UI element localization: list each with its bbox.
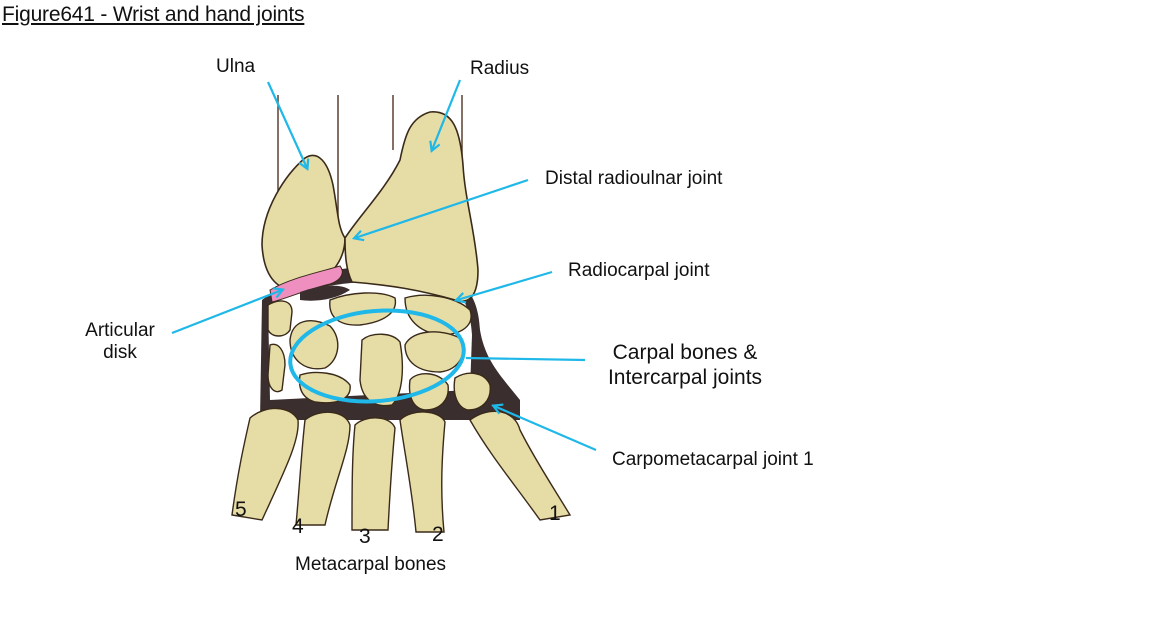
articular-disk (269, 265, 343, 303)
label-carpometacarpal-joint: Carpometacarpal joint 1 (612, 449, 814, 470)
metacarpal-number-4: 4 (292, 515, 304, 538)
metacarpal-number-1: 1 (549, 502, 561, 525)
label-articular-disk: Articular disk (80, 320, 160, 364)
pointer-radius (432, 79, 462, 150)
metacarpal-number-3: 3 (359, 525, 371, 548)
label-radius: Radius (470, 58, 530, 79)
label-carpal-line1: Carpal bones & (612, 341, 758, 364)
label-articular-disk-line2: disk (103, 342, 137, 363)
radius-bone (344, 111, 479, 302)
label-radiocarpal-joint: Radiocarpal joint (568, 260, 710, 281)
label-ulna: Ulna (216, 56, 256, 77)
figure-title: Figure641 - Wrist and hand joints (2, 3, 305, 26)
label-carpal-bones: Carpal bones & Intercarpal joints (595, 340, 775, 390)
metacarpal-number-5: 5 (235, 498, 247, 521)
pointer-distal-radioulnar (355, 178, 529, 238)
pointer-radiocarpal (457, 270, 553, 300)
label-articular-disk-line1: Articular (85, 320, 155, 341)
label-carpal-line2: Intercarpal joints (607, 366, 763, 389)
pointer-carpal (465, 356, 586, 362)
metacarpal-number-2: 2 (432, 523, 444, 546)
carpal-highlight-ellipse (288, 308, 466, 404)
metacarpal-bones (231, 407, 572, 533)
label-distal-radioulnar-joint: Distal radioulnar joint (545, 168, 723, 189)
pointer-ulna (266, 81, 307, 168)
pointer-carpometacarpal (494, 406, 597, 452)
label-metacarpal-bones: Metacarpal bones (295, 554, 447, 575)
pointer-articular-disk (171, 290, 282, 335)
